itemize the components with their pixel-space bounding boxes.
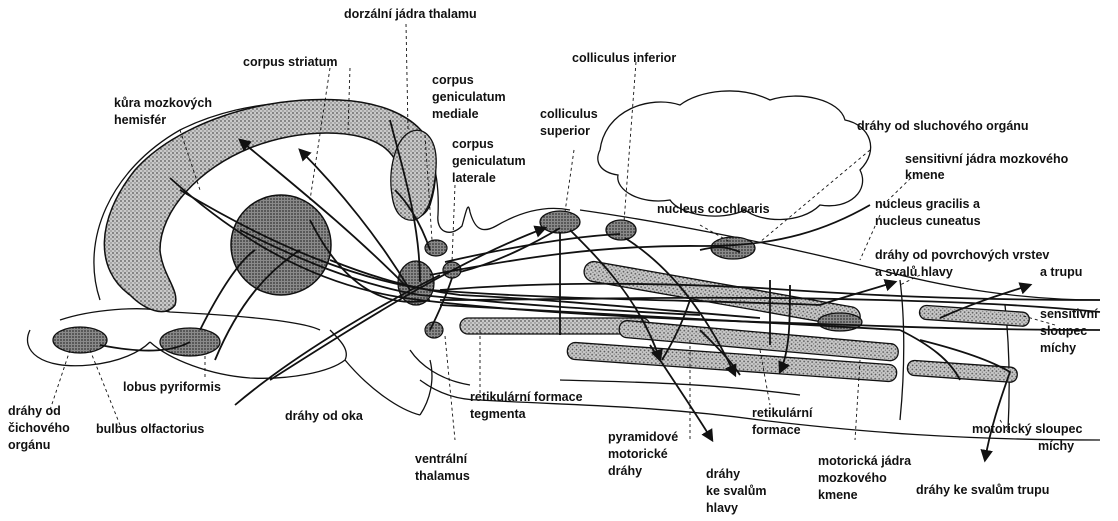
- colliculus-superior-shape: [540, 211, 580, 233]
- label-retikularni-formace: retikulární formace: [752, 406, 816, 437]
- label-drahy-od-povrchovych: dráhy od povrchových vrstev a svalů hlav…: [875, 248, 1082, 279]
- label-sensitivni-sloupec: sensitivní sloupec míchy: [1040, 307, 1101, 355]
- label-corpus-geniculatum-laterale: corpus geniculatum laterale: [452, 137, 529, 185]
- colliculus-inferior-shape: [606, 220, 636, 240]
- label-motoricka-jadra: motorická jádra mozkového kmene: [818, 454, 915, 502]
- label-bulbus-olfactorius: bulbus olfactorius: [96, 422, 204, 436]
- label-nucleus-gracilis: nucleus gracilis a nucleus cuneatus: [875, 197, 983, 228]
- fiber-pathways: [100, 120, 1100, 460]
- ventral-thalamus-shape: [425, 322, 443, 338]
- label-pyramidove-drahy: pyramidové motorické dráhy: [608, 430, 682, 478]
- bulbus-olfactorius-shape: [53, 327, 107, 353]
- label-nucleus-cochlearis: nucleus cochlearis: [657, 202, 770, 216]
- label-ventralni-thalamus: ventrální thalamus: [415, 452, 471, 483]
- label-drahy-ke-svalum-trupu: dráhy ke svalům trupu: [916, 483, 1049, 497]
- corpus-striatum-shape: [231, 195, 331, 295]
- label-colliculus-inferior: colliculus inferior: [572, 51, 676, 65]
- geniculatum-mediale-shape: [425, 240, 447, 256]
- label-sensitivni-jadra: sensitivní jádra mozkového kmene: [905, 152, 1072, 182]
- label-corpus-striatum: corpus striatum: [243, 55, 337, 69]
- label-drahy-od-oka: dráhy od oka: [285, 409, 364, 423]
- label-kura-mozkovych-hemisfer: kůra mozkových hemisfér: [114, 96, 215, 127]
- label-dorzalni-jadra-thalamu: dorzální jádra thalamu: [344, 7, 477, 21]
- label-lobus-pyriformis: lobus pyriformis: [123, 380, 221, 394]
- label-corpus-geniculatum-mediale: corpus geniculatum mediale: [432, 73, 509, 121]
- label-drahy-od-sluchoveho-organu: dráhy od sluchového orgánu: [857, 119, 1029, 133]
- label-drahy-od-cichoveho: dráhy od čichového orgánu: [8, 404, 73, 452]
- label-retikularni-formace-tegmenta: retikulární formace tegmenta: [470, 390, 586, 421]
- label-drahy-ke-svalum-hlavy: dráhy ke svalům hlavy: [706, 467, 770, 515]
- labels: dorzální jádra thalamu corpus striatum c…: [8, 7, 1101, 515]
- label-colliculus-superior: colliculus superior: [540, 107, 601, 138]
